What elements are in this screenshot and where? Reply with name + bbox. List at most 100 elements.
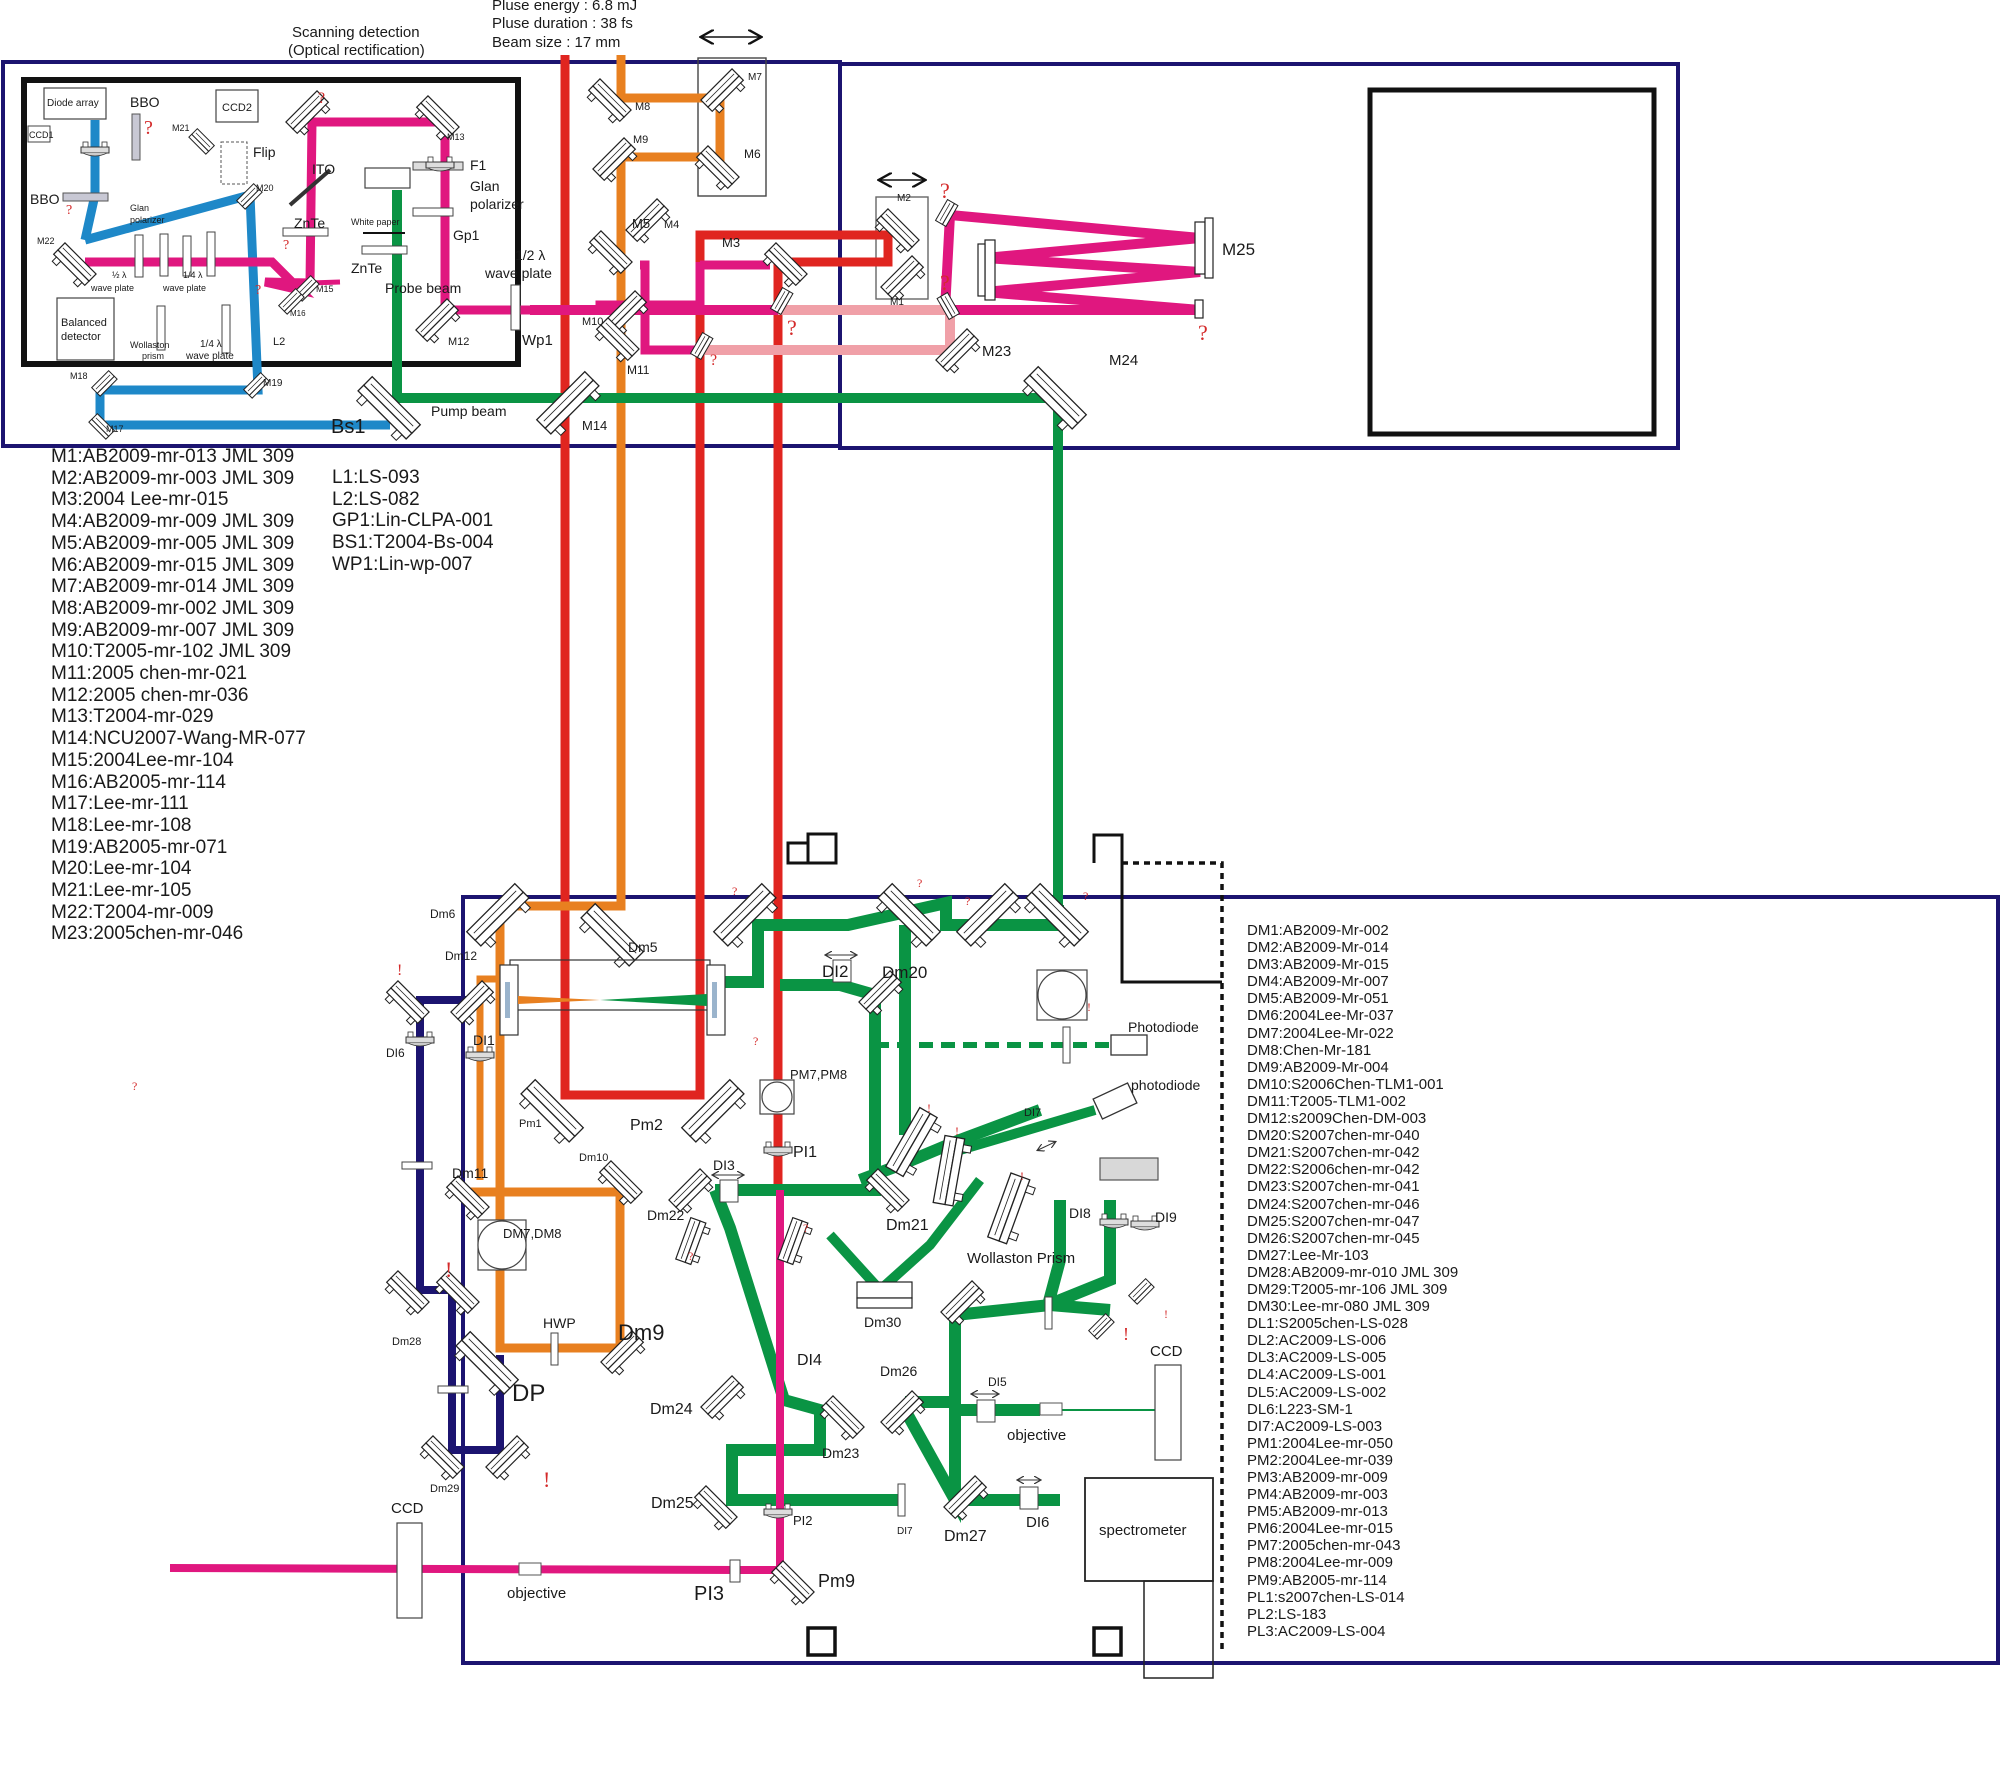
lens-dl3-frame	[719, 1179, 739, 1203]
objective-left	[518, 1562, 542, 1576]
label-dm20: Dm20	[882, 963, 927, 982]
exclaim-mark: !	[1020, 1169, 1024, 1183]
legend-entry-lower-table: DL3:AC2009-LS-005	[1247, 1349, 1387, 1367]
label-objective-right: objective	[1007, 1427, 1066, 1444]
m25-mirror	[1194, 221, 1206, 275]
green-lower-right	[758, 919, 911, 1135]
question-mark: ?	[688, 1249, 693, 1263]
legend-entry-mirror: M18:Lee-mr-108	[51, 814, 192, 836]
laser-spec-duration: Pluse duration : 38 fs	[492, 15, 633, 32]
bbo-crystal-left	[62, 192, 109, 202]
legend-entry-lower-table: DM28:AB2009-mr-010 JML 309	[1247, 1263, 1459, 1281]
light-pink-beam	[700, 305, 955, 355]
exclaim-mark: !	[1123, 1324, 1129, 1344]
exclaim-mark: !	[1164, 1307, 1168, 1321]
label-quarter-wave-small-1: 1/4 λ	[183, 270, 203, 280]
label-dm21: Dm21	[886, 1217, 929, 1234]
label-m7: M7	[748, 72, 762, 83]
wave-plate	[134, 234, 144, 278]
label-m6: M6	[744, 147, 761, 161]
label-quarter-wave-small-2: wave plate	[162, 283, 206, 293]
exclaim-mark: !	[445, 1257, 452, 1282]
flip-mirror-box	[220, 141, 248, 185]
label-dm28: Dm28	[392, 1336, 421, 1348]
upper-table-labels: Diode array BBO CCD1 CCD2 M21 Flip M13 F…	[29, 72, 1255, 438]
label-dl3: DI3	[713, 1157, 735, 1173]
label-f1: F1	[470, 157, 487, 173]
exclaim-mark: !	[955, 1124, 959, 1138]
label-m24: M24	[1109, 352, 1138, 369]
mirror-mount-wollaston-b	[987, 1172, 1038, 1248]
top-right-mirror	[1037, 970, 1087, 1020]
photodiode-2-box	[1092, 1082, 1138, 1120]
label-dm27: Dm27	[944, 1528, 987, 1545]
label-pm1: Pm1	[519, 1118, 542, 1130]
green-wollaston-path	[709, 1187, 905, 1506]
label-probe-beam: Probe beam	[385, 280, 461, 296]
label-half-wave-1: 1/2 λ	[515, 247, 545, 263]
black-connector	[1122, 861, 1224, 1650]
label-ito: ITO	[312, 161, 335, 177]
lens-dl5-frame	[976, 1399, 996, 1423]
legend-entry-lower-table: PM6:2004Lee-mr-015	[1247, 1520, 1393, 1538]
annotation-marks: ? ? ? ? ? ? ? ? ? ? ? ? ? ? ? ? ? ? ! ! …	[66, 90, 1208, 1492]
legend-entry-lens: GP1:Lin-CLPA-001	[332, 510, 494, 532]
legend-entry-lower-table: DM10:S2006Chen-TLM1-001	[1247, 1075, 1444, 1093]
label-znte-2: ZnTe	[351, 260, 382, 276]
legend-entry-lens: BS1:T2004-Bs-004	[332, 532, 494, 554]
legend-entry-mirror: M4:AB2009-mr-009 JML 309	[51, 511, 295, 533]
label-m16: M16	[290, 309, 306, 318]
legend-entry-lower-table: DI7:AC2009-LS-003	[1247, 1417, 1383, 1435]
label-m25: M25	[1222, 240, 1255, 259]
ccd1-box	[27, 125, 51, 143]
lower-table-labels: Dm6 Dm5 Dm12 DI1 DI6 DI2 Dm20 PM7,PM8 Pm…	[386, 907, 1201, 1605]
balanced-detector-box	[56, 297, 115, 361]
label-pm2: Pm2	[630, 1117, 663, 1134]
spectrometer-box	[1084, 1477, 1214, 1582]
label-dm24: Dm24	[650, 1401, 693, 1418]
legend-entry-lower-table: DM26:S2007chen-mr-045	[1247, 1229, 1420, 1247]
legend-entry-lower-table: DM23:S2007chen-mr-041	[1247, 1178, 1420, 1196]
wp1-plate	[510, 284, 521, 331]
ccd-right-box	[1154, 1364, 1182, 1461]
folding-mirror-back	[977, 243, 986, 297]
question-mark: ?	[283, 238, 289, 253]
end-mirror	[1194, 299, 1204, 319]
label-quarter-wave-bottom-2: wave plate	[185, 351, 234, 362]
label-m9: M9	[633, 134, 648, 146]
question-mark: ?	[732, 884, 737, 898]
label-znte-1: ZnTe	[294, 215, 325, 231]
legend-entry-lower-table: DM11:T2005-TLM1-002	[1247, 1092, 1406, 1110]
legend-entry-mirror: M13:T2004-mr-029	[51, 706, 214, 728]
label-balanced-detector-2: detector	[61, 331, 101, 343]
question-mark: ?	[255, 283, 261, 298]
legend-entry-mirror: M20:Lee-mr-104	[51, 858, 192, 880]
upper-right-table	[838, 62, 1680, 450]
legend-entry-lower-table: DM4:AB2009-Mr-007	[1247, 973, 1389, 991]
legend-entry-mirror: M10:T2005-mr-102 JML 309	[51, 641, 292, 663]
legend-entry-mirror: M16:AB2005-mr-114	[51, 771, 226, 793]
label-ccd2: CCD2	[222, 102, 252, 114]
label-m23: M23	[982, 343, 1011, 360]
label-dl8: DI8	[1069, 1205, 1091, 1221]
label-pl1: PI1	[793, 1144, 817, 1161]
plate-navy-2	[437, 1385, 469, 1394]
legend-entry-lens: L1:LS-093	[332, 467, 420, 488]
delay-stage-box	[697, 57, 767, 197]
question-mark: ?	[318, 90, 325, 107]
label-m10: M10	[582, 316, 603, 328]
legend-entry-lower-table: PL3:AC2009-LS-004	[1247, 1622, 1386, 1640]
legend-entry-lower-table: PL2:LS-183	[1247, 1605, 1327, 1623]
label-m8: M8	[635, 101, 650, 113]
mirror-mount-dm22-b	[675, 1217, 713, 1268]
legend-entry-lower-table: DM2:AB2009-Mr-014	[1247, 939, 1389, 957]
label-wollaston-small-1: Wollaston	[130, 340, 169, 350]
label-gp1: Gp1	[453, 227, 480, 243]
label-dl7-bottom: DI7	[897, 1526, 913, 1537]
dm30-stage-b	[856, 1297, 913, 1309]
legend-entry-lower-table: DM8:Chen-Mr-181	[1247, 1041, 1372, 1059]
legend-entry-lower-table: DL5:AC2009-LS-002	[1247, 1383, 1387, 1401]
spectrometer-base	[1143, 1580, 1214, 1679]
